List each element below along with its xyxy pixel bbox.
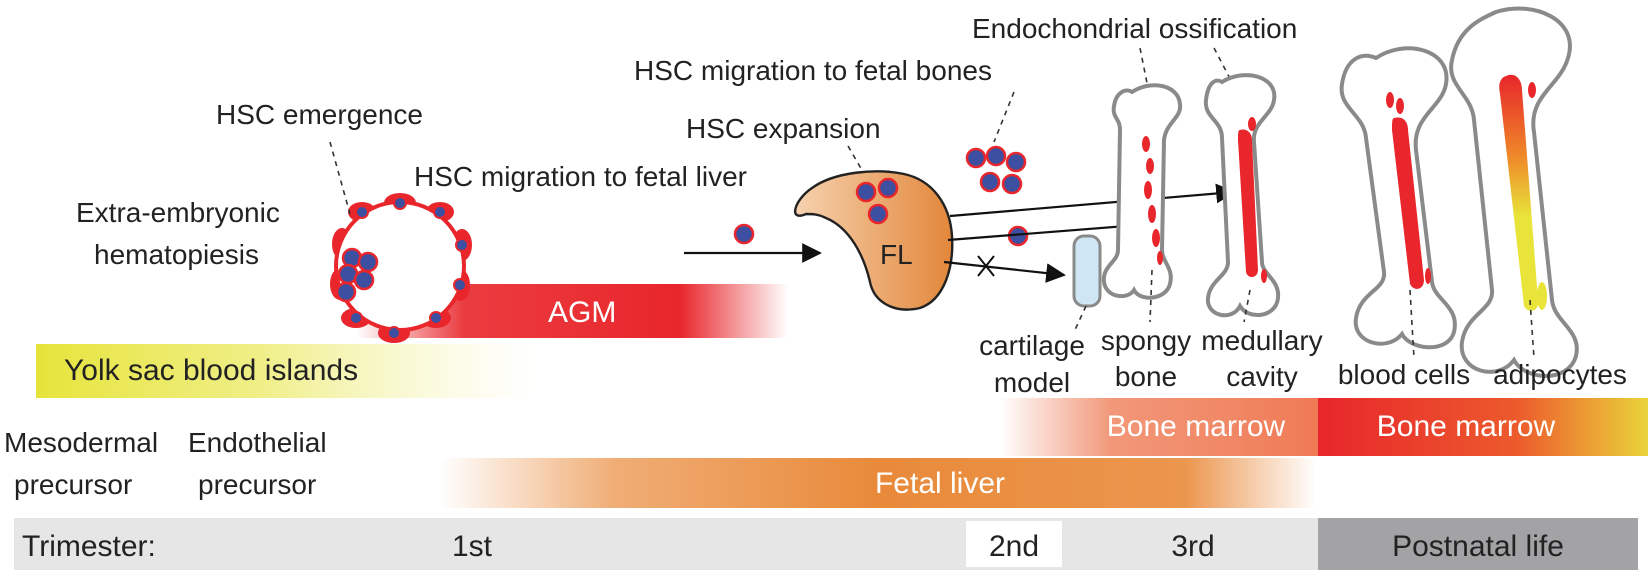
cartilage-model <box>1072 234 1102 308</box>
arrow-to-cartilage <box>943 260 1066 283</box>
bone-marrow-band-fetal <box>1000 398 1318 456</box>
extra-embryonic-label: Extra-embryonic <box>76 197 280 228</box>
fetal-liver-label: Fetal liver <box>875 467 1005 500</box>
timeline-bar <box>14 518 1322 570</box>
emergence-label: HSC emergence <box>216 99 423 130</box>
migration-liver-label: HSC migration to fetal liver <box>414 161 747 192</box>
bone-marrow-label-postnatal: Bone marrow <box>1377 410 1556 443</box>
postnatal-box <box>1318 518 1638 570</box>
second-trimester-box <box>966 521 1062 567</box>
fetal-liver-cells <box>855 177 899 225</box>
spongy-label: spongy <box>1101 325 1191 356</box>
endochondrial-label: Endochondrial ossification <box>972 13 1297 44</box>
endothelial-precursor-label: precursor <box>198 469 316 500</box>
blood-cells-label: blood cells <box>1338 359 1470 390</box>
spongy-leader <box>1149 269 1153 323</box>
postnatal-label: Postnatal life <box>1392 530 1564 563</box>
endothelial-label: Endothelial <box>188 427 327 458</box>
third-trimester-label: 3rd <box>1171 530 1214 563</box>
adipocytes-label: adipocytes <box>1493 359 1627 390</box>
bone-marrow-label-fetal: Bone marrow <box>1107 410 1286 443</box>
medullary-marrow <box>1238 129 1258 278</box>
postnatal-bone <box>1339 46 1457 350</box>
migration-bones-label: HSC migration to fetal bones <box>634 55 992 86</box>
model-label: model <box>994 367 1070 398</box>
emergence-leader <box>329 141 351 215</box>
expansion-label: HSC expansion <box>686 113 881 144</box>
adult-marrow <box>1499 74 1539 311</box>
migrating-hsc <box>733 223 755 245</box>
yolk-sac-label: Yolk sac blood islands <box>64 354 358 387</box>
bone-marrow-band-postnatal <box>1318 398 1648 456</box>
expansion-leader <box>847 145 871 185</box>
adult-marrow-dots <box>1528 82 1547 310</box>
first-trimester-label: 1st <box>452 530 493 563</box>
cavity-label: cavity <box>1226 361 1298 392</box>
blocked-mark <box>977 255 995 277</box>
endochondrial-leader-2 <box>1213 47 1237 91</box>
hematopiesis-label: hematopiesis <box>94 239 259 270</box>
fetal-liver-band <box>440 458 1316 508</box>
yolk-sac-structure <box>330 193 472 343</box>
migrating-hsc-cluster <box>965 145 1029 247</box>
medullary-label: medullary <box>1201 325 1322 356</box>
mesodermal-precursor-label: precursor <box>14 469 132 500</box>
second-trimester-label: 2nd <box>989 530 1039 563</box>
arrow-to-medullary <box>949 183 1236 218</box>
spongy-bone <box>1101 83 1183 300</box>
fetal-liver-shape <box>793 170 954 311</box>
postnatal-marrow <box>1392 117 1424 289</box>
agm-label: AGM <box>548 296 616 329</box>
medullary-marrow-dots <box>1248 117 1267 283</box>
bone-label: bone <box>1115 361 1177 392</box>
mesodermal-label: Mesodermal <box>4 427 158 458</box>
spongy-bone-marrow <box>1142 136 1163 265</box>
migration-bones-leader <box>993 91 1015 143</box>
fl-label: FL <box>880 239 913 270</box>
trimester-label: Trimester: <box>22 530 156 563</box>
cartilage-leader <box>1073 305 1087 333</box>
postnatal-marrow-dots <box>1386 92 1431 284</box>
cartilage-label: cartilage <box>979 330 1085 361</box>
yolk-sac-band <box>36 344 536 398</box>
blood-cells-leader <box>1409 289 1415 359</box>
